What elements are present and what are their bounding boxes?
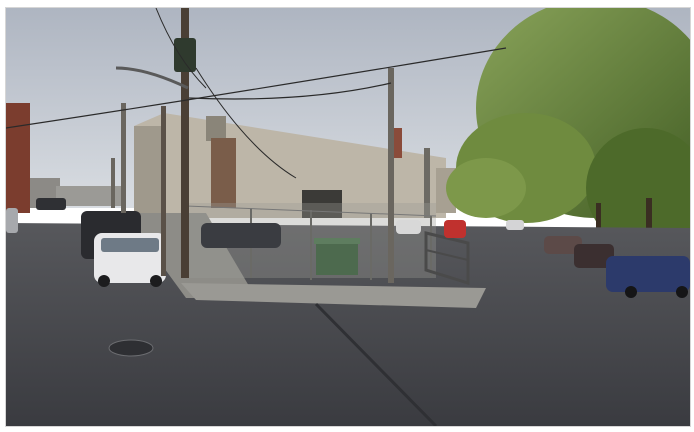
manhole-cover: [108, 339, 154, 357]
left-brick-building: [6, 103, 30, 213]
utility-pole: [181, 8, 189, 278]
blue-sedan: [606, 256, 690, 292]
street-photo: [5, 7, 691, 427]
dumpster: [316, 240, 358, 275]
